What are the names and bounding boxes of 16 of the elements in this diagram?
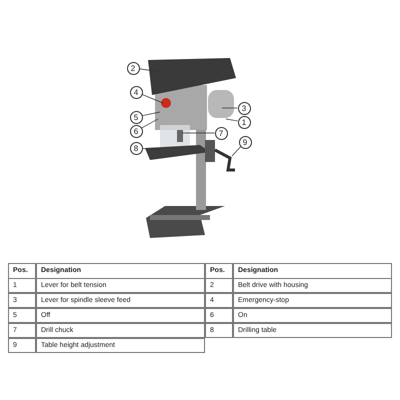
leader-line: [232, 146, 241, 156]
callout-number: 5: [130, 110, 142, 124]
callout-number: 4: [130, 86, 142, 98]
callout-number: 8: [130, 142, 142, 154]
leader-line: [226, 118, 238, 122]
leader-line: [142, 148, 160, 150]
callout-number: 9: [238, 136, 252, 148]
leader-line: [182, 132, 215, 134]
leader-line: [141, 118, 158, 128]
callout-number: 1: [238, 116, 250, 128]
callout-number: 2: [126, 62, 140, 74]
leader-line: [142, 112, 160, 116]
callout-number: 3: [238, 102, 250, 114]
leader-line: [142, 94, 164, 104]
callout-number: 6: [130, 124, 142, 138]
leader-line: [139, 68, 162, 72]
